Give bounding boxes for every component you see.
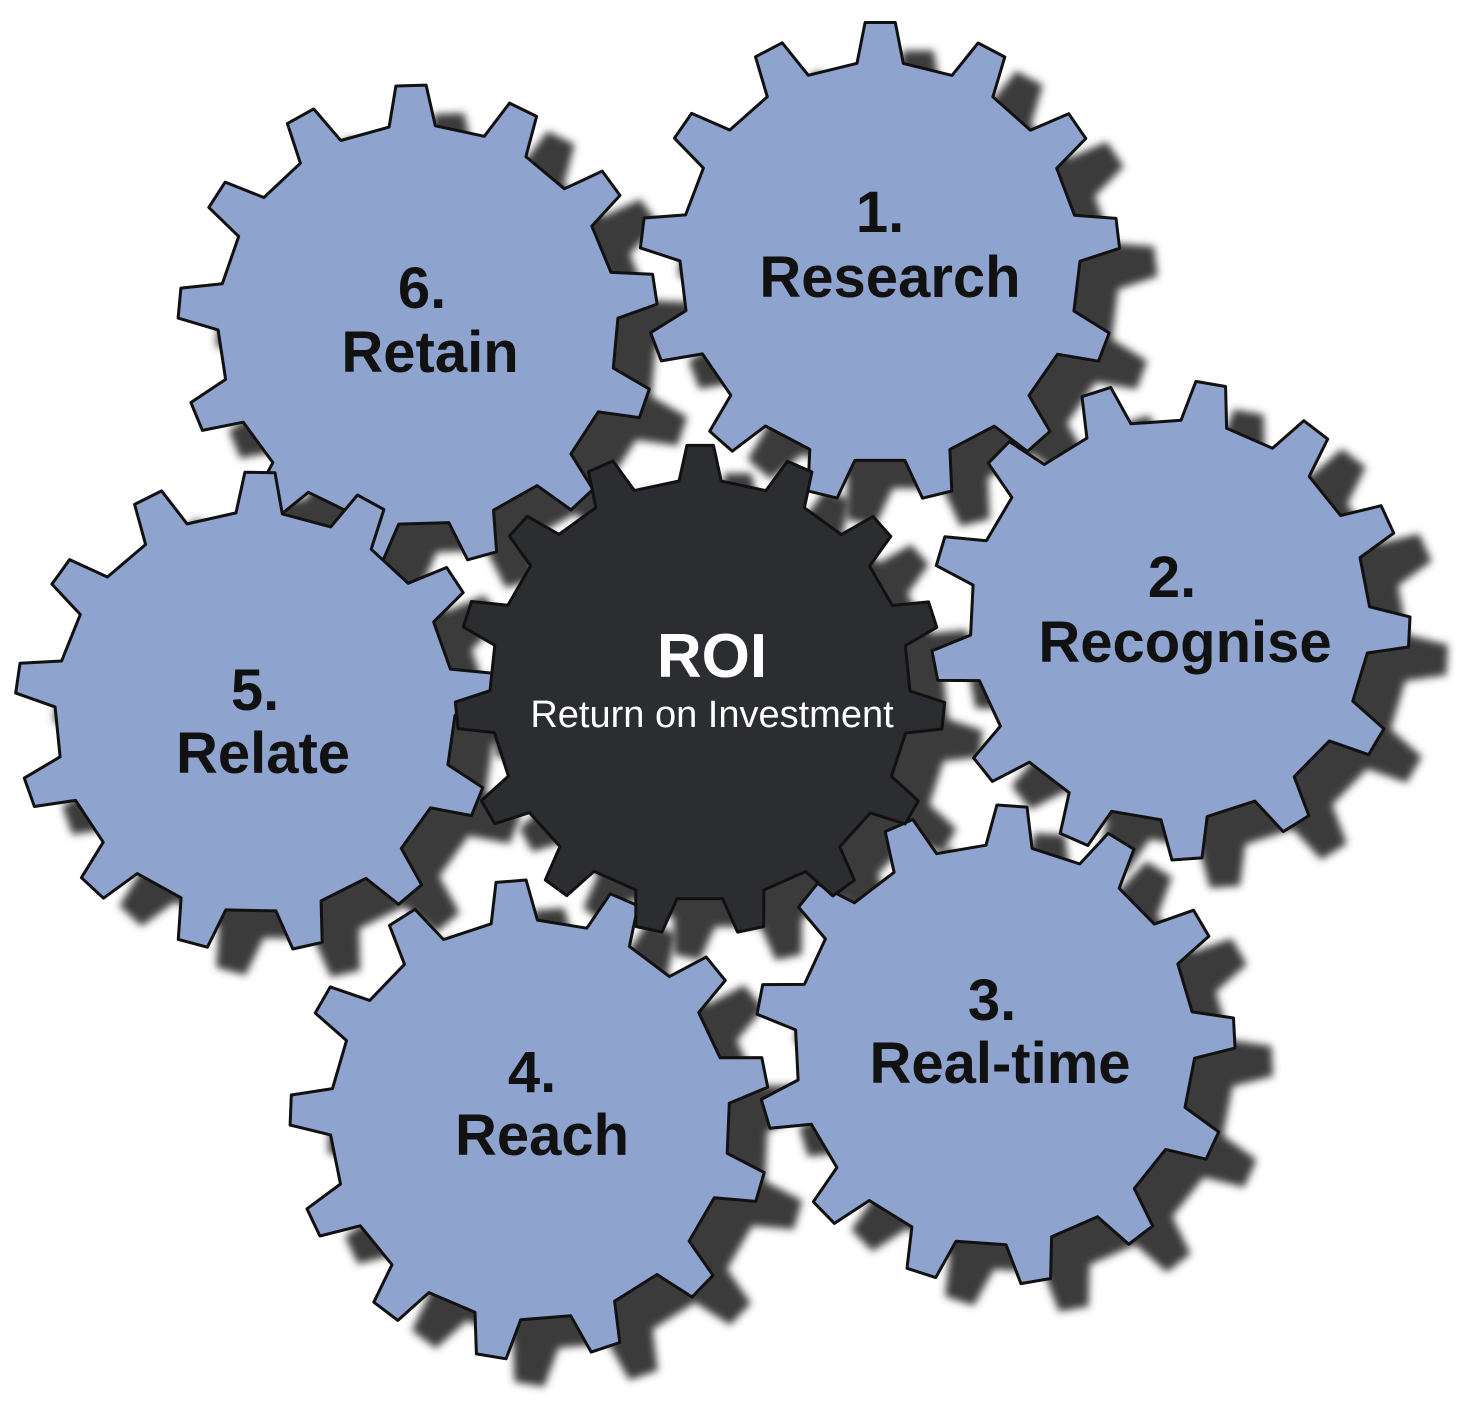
gear-2-body [930, 379, 1412, 862]
gear-relate: 5. Relate [14, 470, 497, 951]
gear-3-body [755, 803, 1237, 1286]
gear-recognise: 2. Recognise [930, 379, 1412, 862]
gear-4-body [288, 878, 770, 1361]
gear-1-label: Research [759, 245, 1020, 310]
gear-1-body [638, 21, 1122, 500]
center-gear-body [453, 443, 947, 934]
gear-2-label: Recognise [1038, 610, 1331, 675]
gear-real-time: 3. Real-time [755, 803, 1237, 1286]
gear-5-label: Relate [176, 721, 350, 786]
gear-research: 1. Research [638, 21, 1122, 500]
gear-reach: 4. Reach [288, 878, 770, 1361]
gear-6-body [176, 83, 659, 564]
gear-6-number: 6. [398, 256, 446, 321]
gear-5-body [14, 470, 497, 951]
gear-4-label: Reach [455, 1103, 629, 1168]
gear-5-number: 5. [231, 658, 279, 723]
gear-2-number: 2. [1148, 545, 1196, 610]
gear-6-label: Retain [341, 320, 518, 385]
gear-retain: 6. Retain [176, 83, 659, 564]
gear-1-number: 1. [856, 180, 904, 245]
gear-3-number: 3. [968, 968, 1016, 1033]
gear-roi-center: ROI Return on Investment [453, 443, 947, 934]
center-title: ROI [657, 622, 767, 691]
center-subtitle: Return on Investment [530, 694, 894, 736]
gear-3-label: Real-time [869, 1031, 1130, 1096]
gear-4-number: 4. [508, 1040, 556, 1105]
